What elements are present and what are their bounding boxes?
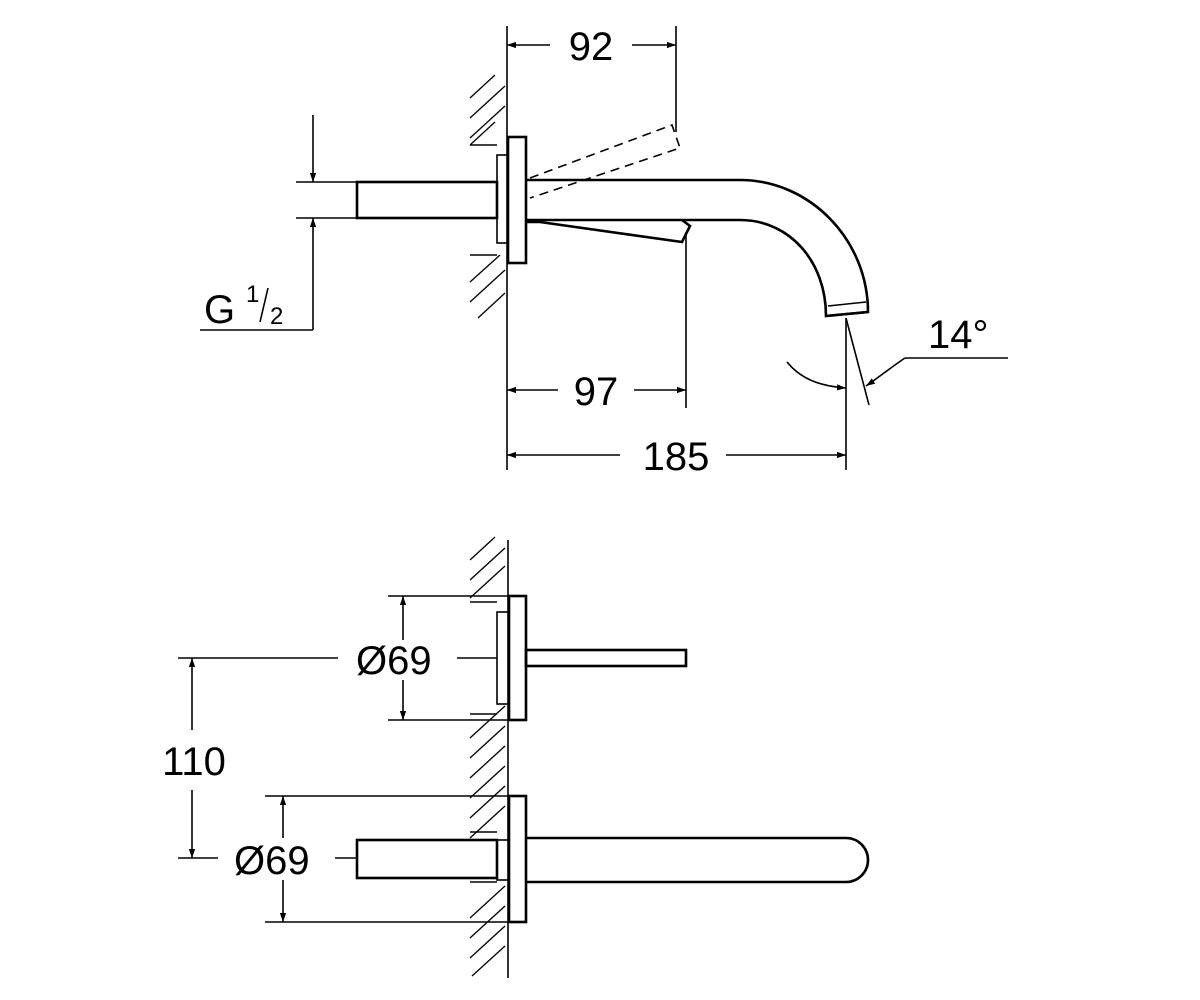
wall-hatch-upper	[469, 74, 508, 320]
dim-92-label: 92	[569, 25, 614, 69]
spout-rosette	[507, 794, 528, 924]
dim-spout-diameter-label: Ø69	[234, 839, 310, 883]
thread-numerator-label: 1	[246, 281, 259, 308]
thread-denominator-label: 2	[270, 303, 283, 330]
dim-angle-label: 14°	[928, 313, 989, 357]
dim-handle-diameter-label: Ø69	[356, 639, 432, 683]
inlet-connector	[355, 180, 499, 220]
spout-body	[526, 178, 870, 318]
spout-outlet	[825, 310, 869, 318]
wall-hatch-lower	[469, 536, 509, 978]
lever	[526, 218, 692, 244]
side-view: G 1 2 92 97 185 14°	[200, 25, 1008, 479]
plan-view: Ø69 Ø69 110	[162, 536, 870, 978]
handle-lever	[524, 648, 688, 668]
thread-prefix-label: G	[204, 288, 235, 332]
plan-inlet-connector	[355, 838, 499, 880]
lever-alt-position	[529, 123, 682, 199]
side-rosette	[506, 135, 528, 265]
plan-spout	[526, 836, 870, 884]
handle-rosette	[507, 594, 528, 722]
dim-185-label: 185	[643, 435, 710, 479]
dim-97-label: 97	[574, 370, 619, 414]
dim-110-label: 110	[162, 740, 226, 784]
